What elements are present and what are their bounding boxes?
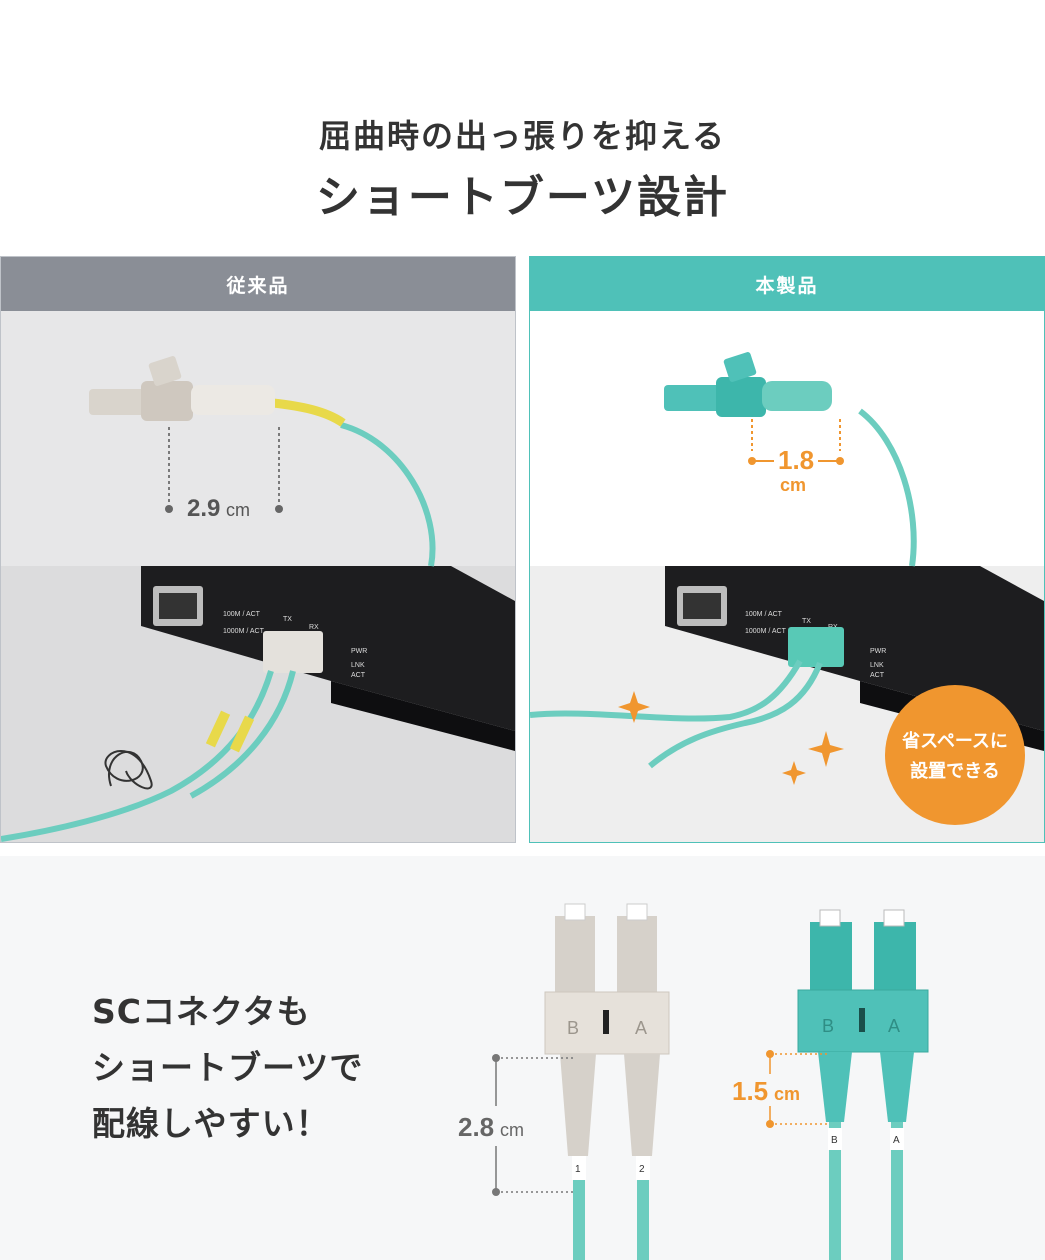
badge-line2: 設置できる	[910, 760, 1000, 782]
sc-conv-a-label: A	[635, 1018, 647, 1038]
sc-prod-b-tag: B	[831, 1135, 838, 1146]
tangle-icon	[104, 750, 153, 790]
lc-connector	[89, 356, 275, 421]
port-100m-label: 100M / ACT	[223, 611, 261, 618]
sc-connectors-illustration: B A 1 2 2.8 cm B A	[458, 903, 929, 1260]
port-100m-label: 100M / ACT	[745, 611, 783, 618]
heading-subtitle: 屈曲時の出っ張りを抑える	[318, 117, 727, 155]
sc-connector-product: B A B A	[797, 909, 929, 1260]
badge-line1: 省スペースに	[901, 730, 1008, 752]
sc-prod-a-label: A	[888, 1016, 900, 1036]
heading-title: ショートブーツ設計	[315, 172, 730, 223]
sc-line2: ショートブーツで	[92, 1048, 364, 1087]
act-label: ACT	[870, 672, 885, 679]
heading: 屈曲時の出っ張りを抑える ショートブーツ設計	[0, 112, 1045, 228]
sc-conv-b-label: B	[567, 1018, 579, 1038]
sc-conventional-length: 2.8	[458, 1112, 494, 1142]
conventional-illustration: 100M / ACT 1000M / ACT TX RX PWR LNK ACT	[1, 311, 515, 842]
sc-line1: SCコネクタも	[92, 992, 311, 1031]
tx-label: TX	[802, 618, 811, 625]
sc-conventional-unit: cm	[500, 1120, 524, 1140]
product-label: 本製品	[530, 257, 1044, 311]
conventional-boot-length: 2.9	[187, 495, 220, 522]
rx-label: RX	[309, 624, 319, 631]
lnk-label: LNK	[351, 662, 365, 669]
lnk-label: LNK	[870, 662, 884, 669]
port-1000m-label: 1000M / ACT	[745, 628, 787, 635]
space-saving-badge: 省スペースに 設置できる	[885, 685, 1025, 825]
conventional-boot-unit: cm	[226, 500, 250, 520]
port-1000m-label: 1000M / ACT	[223, 628, 265, 635]
sc-product-unit: cm	[774, 1084, 800, 1104]
lc-connector-aqua	[664, 352, 832, 417]
sc-product-length: 1.5	[732, 1076, 768, 1106]
conventional-label: 従来品	[1, 257, 515, 311]
pwr-label: PWR	[351, 648, 367, 655]
sc-description: SCコネクタも ショートブーツで 配線しやすい！	[92, 984, 363, 1152]
product-illustration: 100M / ACT 1000M / ACT TX RX PWR LNK ACT…	[530, 311, 1044, 842]
conventional-panel: 従来品 100M / ACT 1000M / ACT TX RX PWR LNK…	[0, 256, 516, 843]
tx-label: TX	[283, 616, 292, 623]
product-panel: 本製品 100M / ACT 1000M / ACT TX RX PWR LNK…	[529, 256, 1045, 843]
sc-conv-2-label: 2	[639, 1164, 645, 1175]
sc-section: SCコネクタも ショートブーツで 配線しやすい！ B A 1 2	[0, 856, 1045, 1260]
pwr-label: PWR	[870, 648, 886, 655]
media-converter-device: 100M / ACT 1000M / ACT TX RX PWR LNK ACT	[141, 566, 515, 751]
sc-prod-b-label: B	[822, 1016, 834, 1036]
sc-line3: 配線しやすい！	[92, 1104, 330, 1143]
sc-conv-1-label: 1	[575, 1164, 581, 1175]
product-boot-unit: cm	[780, 475, 806, 495]
product-boot-length: 1.8	[778, 445, 814, 475]
act-label: ACT	[351, 672, 366, 679]
sparkle-icon	[618, 691, 844, 785]
sc-connector-conventional: B A 1 2	[544, 903, 670, 1260]
sc-prod-a-tag: A	[893, 1135, 900, 1146]
